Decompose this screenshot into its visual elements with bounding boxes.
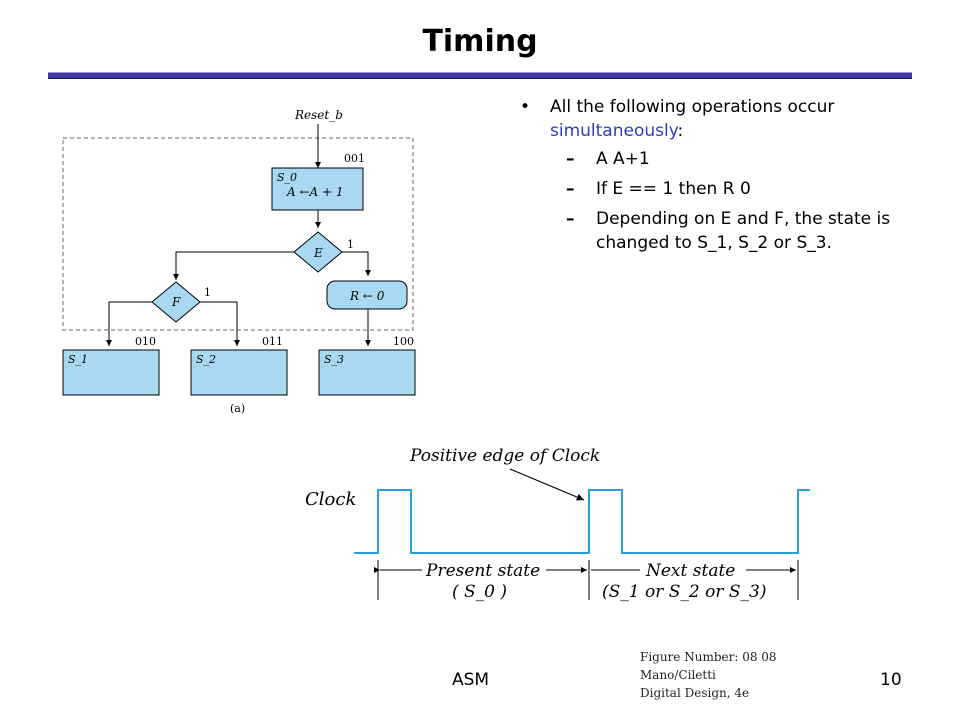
present-state-label: Present state bbox=[425, 561, 540, 581]
credit-line: Mano/Ciletti bbox=[640, 668, 716, 682]
present-state-value: ( S_0 ) bbox=[452, 582, 507, 602]
dash-icon: – bbox=[566, 179, 575, 199]
sub-bullet-list: – A A+1 – If E == 1 then R 0 – Depending… bbox=[520, 147, 910, 255]
edge-pointer bbox=[509, 468, 585, 501]
slide-title: Timing bbox=[422, 24, 538, 59]
sub-bullet-item: – Depending on E and F, the state is cha… bbox=[520, 207, 910, 255]
bullet-dot: • bbox=[520, 97, 531, 117]
figure-credit: Figure Number: 08 08 Mano/Ciletti Digita… bbox=[640, 648, 777, 702]
s1-name: S_1 bbox=[68, 353, 88, 366]
decision-f-label: F bbox=[171, 295, 181, 309]
s0-name: S_0 bbox=[277, 171, 297, 184]
s3-name: S_3 bbox=[324, 353, 344, 366]
title-divider bbox=[48, 72, 912, 79]
sub-bullet-text: Depending on E and F, the state is chang… bbox=[596, 209, 891, 253]
footer-section-label: ASM bbox=[452, 670, 490, 690]
credit-line: Figure Number: 08 08 bbox=[640, 650, 777, 664]
state-box-s3 bbox=[318, 349, 416, 396]
edge-label: Positive edge of Clock bbox=[409, 446, 600, 466]
s2-name: S_2 bbox=[196, 353, 216, 366]
clock-waveform bbox=[354, 489, 810, 554]
s1-code: 010 bbox=[135, 335, 156, 348]
clock-label: Clock bbox=[305, 489, 356, 510]
decision-e bbox=[293, 231, 343, 273]
f-one-label: 1 bbox=[204, 286, 211, 299]
asm-caption: (a) bbox=[230, 402, 245, 415]
s0-op: A ←A + 1 bbox=[286, 185, 344, 199]
bullet-list: • All the following operations occur sim… bbox=[520, 95, 910, 261]
bullet-main-text: All the following operations occur bbox=[550, 97, 835, 117]
sub-bullet-text: If E == 1 then R 0 bbox=[596, 179, 751, 199]
s0-code: 001 bbox=[344, 152, 365, 165]
s3-code: 100 bbox=[393, 335, 414, 348]
page-number: 10 bbox=[880, 670, 902, 690]
next-state-label: Next state bbox=[645, 561, 735, 581]
e-one-label: 1 bbox=[347, 238, 354, 251]
r-clear-label: R ← 0 bbox=[349, 289, 385, 303]
sub-bullet-item: – If E == 1 then R 0 bbox=[520, 177, 910, 201]
bullet-main: • All the following operations occur sim… bbox=[520, 95, 910, 143]
sub-bullet-text: A A+1 bbox=[596, 149, 650, 169]
bullet-suffix: : bbox=[677, 121, 684, 141]
s2-code: 011 bbox=[262, 335, 283, 348]
next-state-value: (S_1 or S_2 or S_3) bbox=[602, 582, 767, 602]
dash-icon: – bbox=[566, 149, 575, 169]
reset-label: Reset_b bbox=[294, 108, 343, 122]
decision-e-label: E bbox=[313, 246, 323, 260]
asm-block-dashed bbox=[62, 137, 414, 331]
bullet-highlight: simultaneously bbox=[550, 121, 678, 141]
state-box-s1 bbox=[62, 349, 160, 396]
dash-icon: – bbox=[566, 209, 575, 229]
sub-bullet-item: – A A+1 bbox=[520, 147, 910, 171]
state-box-s2 bbox=[190, 349, 288, 396]
decision-f bbox=[151, 281, 201, 323]
r-clear-box bbox=[326, 280, 408, 310]
credit-line: Digital Design, 4e bbox=[640, 686, 750, 700]
